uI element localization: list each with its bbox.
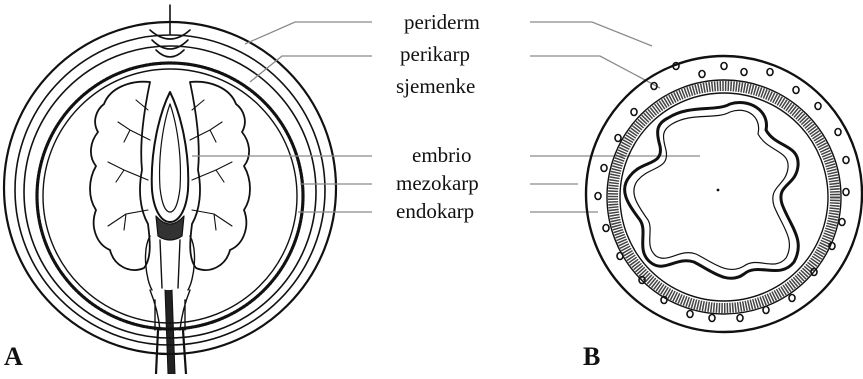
fruit-b-periderm-ring — [586, 56, 862, 332]
label-mezokarp: mezokarp — [396, 173, 479, 194]
fruit-a-channels — [146, 236, 195, 290]
fruit-a-embryo-base — [156, 216, 184, 240]
label-periderm: periderm — [404, 12, 480, 33]
fruit-b-cross-section — [586, 56, 862, 332]
leader-a-perikarp — [250, 56, 372, 82]
fruit-a-longitudinal-section — [4, 5, 336, 374]
panel-label-b: B — [583, 344, 600, 370]
fruit-b-endokarp-ring-inner — [620, 93, 828, 301]
fruit-b-center-dot — [717, 189, 720, 192]
fruit-a-embryo-inner — [160, 104, 181, 212]
label-sjemenke: sjemenke — [396, 76, 475, 97]
leader-a-periderm — [245, 22, 372, 44]
fruit-b-seed — [625, 102, 799, 278]
fruit-a-stalk-core — [165, 290, 175, 374]
panel-label-a: A — [4, 344, 23, 370]
fruit-a-embryo — [152, 92, 189, 222]
fruit-b-endokarp-band — [613, 86, 835, 308]
fruit-a-top-suture — [150, 5, 190, 57]
leader-b-periderm — [530, 22, 652, 46]
fruit-a-veins — [108, 100, 232, 230]
label-endokarp: endokarp — [396, 201, 474, 222]
label-perikarp: perikarp — [400, 44, 470, 65]
label-embrio: embrio — [412, 145, 471, 166]
fruit-b-mezokarp-cells — [595, 63, 849, 322]
fruit-a-inner-ring — [43, 69, 297, 323]
fruit-a-endokarp-ring — [37, 63, 303, 329]
